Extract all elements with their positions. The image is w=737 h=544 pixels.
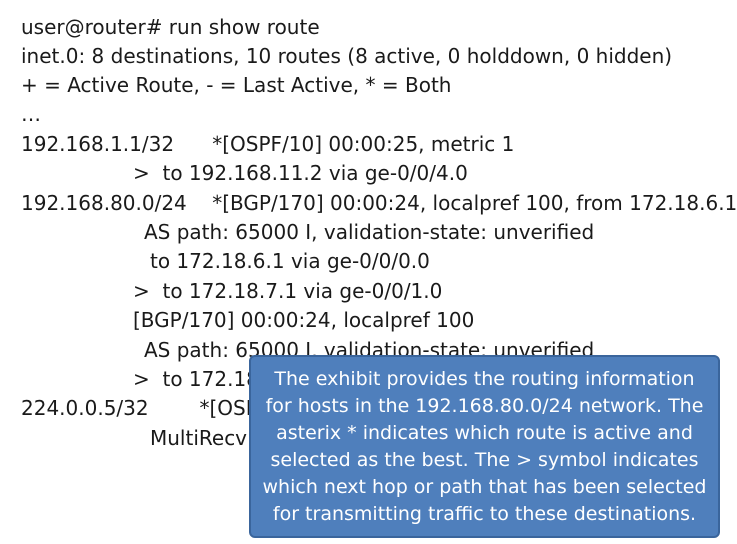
next-hop-line-selected: > to 172.18 bbox=[133, 367, 259, 391]
next-hop-line-selected: > to 172.18.7.1 via ge-0/0/1.0 bbox=[133, 279, 443, 303]
route-entry-ospf: 192.168.1.1/32 *[OSPF/10] 00:00:25, metr… bbox=[21, 132, 515, 156]
explanation-callout: The exhibit provides the routing informa… bbox=[249, 355, 720, 538]
next-hop-line: > to 192.168.11.2 via ge-0/0/4.0 bbox=[133, 161, 468, 185]
command-line: user@router# run show route bbox=[21, 15, 320, 39]
next-hop-line: to 172.18.6.1 via ge-0/0/0.0 bbox=[150, 249, 430, 273]
route-entry-multicast: 224.0.0.5/32 *[OSPF bbox=[21, 396, 270, 420]
ellipsis: … bbox=[21, 102, 41, 126]
as-path-line: AS path: 65000 I, validation-state: unve… bbox=[144, 220, 595, 244]
route-legend: + = Active Route, - = Last Active, * = B… bbox=[21, 73, 452, 97]
route-entry-bgp: 192.168.80.0/24 *[BGP/170] 00:00:24, loc… bbox=[21, 191, 737, 215]
route-entry-bgp-secondary: [BGP/170] 00:00:24, localpref 100 bbox=[133, 308, 475, 332]
route-table-summary: inet.0: 8 destinations, 10 routes (8 act… bbox=[21, 44, 673, 68]
next-hop-line: MultiRecv bbox=[150, 426, 248, 450]
callout-text: The exhibit provides the routing informa… bbox=[262, 368, 707, 525]
